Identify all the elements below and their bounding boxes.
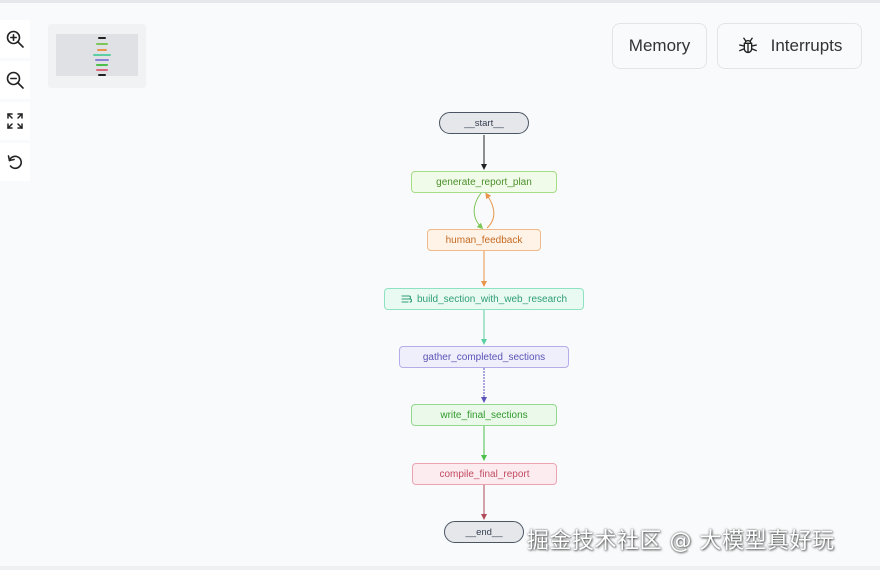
minimap-node: [96, 43, 108, 45]
node-gather-completed-sections[interactable]: gather_completed_sections: [399, 346, 569, 368]
minimap-node: [97, 49, 107, 51]
node-start[interactable]: __start__: [439, 112, 529, 134]
fit-view-button[interactable]: [0, 102, 30, 140]
zoom-out-icon: [6, 71, 24, 89]
node-generate-report-plan[interactable]: generate_report_plan: [411, 171, 557, 193]
watermark-text: 掘金技术社区 @ 大模型真好玩: [527, 529, 835, 554]
memory-button[interactable]: Memory: [612, 23, 707, 69]
edge-plan-to-feedback: [473, 192, 484, 230]
minimap[interactable]: [48, 24, 146, 88]
subgraph-icon: [401, 294, 412, 304]
interrupts-button[interactable]: Interrupts: [717, 23, 862, 69]
top-border: [0, 0, 880, 3]
bottom-border: [0, 566, 880, 570]
node-human-feedback[interactable]: human_feedback: [427, 229, 541, 251]
interrupts-button-label: Interrupts: [770, 36, 843, 55]
reset-button[interactable]: [0, 143, 30, 181]
edge-feedback-to-plan: [485, 192, 495, 229]
fit-view-icon: [7, 113, 23, 129]
zoom-in-button[interactable]: [0, 20, 30, 58]
zoom-out-button[interactable]: [0, 61, 30, 99]
minimap-node: [98, 74, 106, 76]
node-build-section-with-web-research[interactable]: build_section_with_web_research: [384, 288, 584, 310]
bug-icon: [738, 37, 757, 54]
node-end[interactable]: __end__: [444, 521, 524, 543]
minimap-node: [95, 59, 109, 61]
memory-button-label: Memory: [628, 36, 691, 55]
zoom-controls: [0, 20, 32, 184]
minimap-node: [93, 54, 111, 56]
minimap-node: [96, 64, 108, 66]
zoom-in-icon: [6, 30, 24, 48]
reset-icon: [7, 155, 22, 170]
node-compile-final-report[interactable]: compile_final_report: [412, 463, 557, 485]
node-write-final-sections[interactable]: write_final_sections: [411, 404, 557, 426]
minimap-node: [98, 37, 106, 39]
minimap-node: [96, 69, 108, 71]
